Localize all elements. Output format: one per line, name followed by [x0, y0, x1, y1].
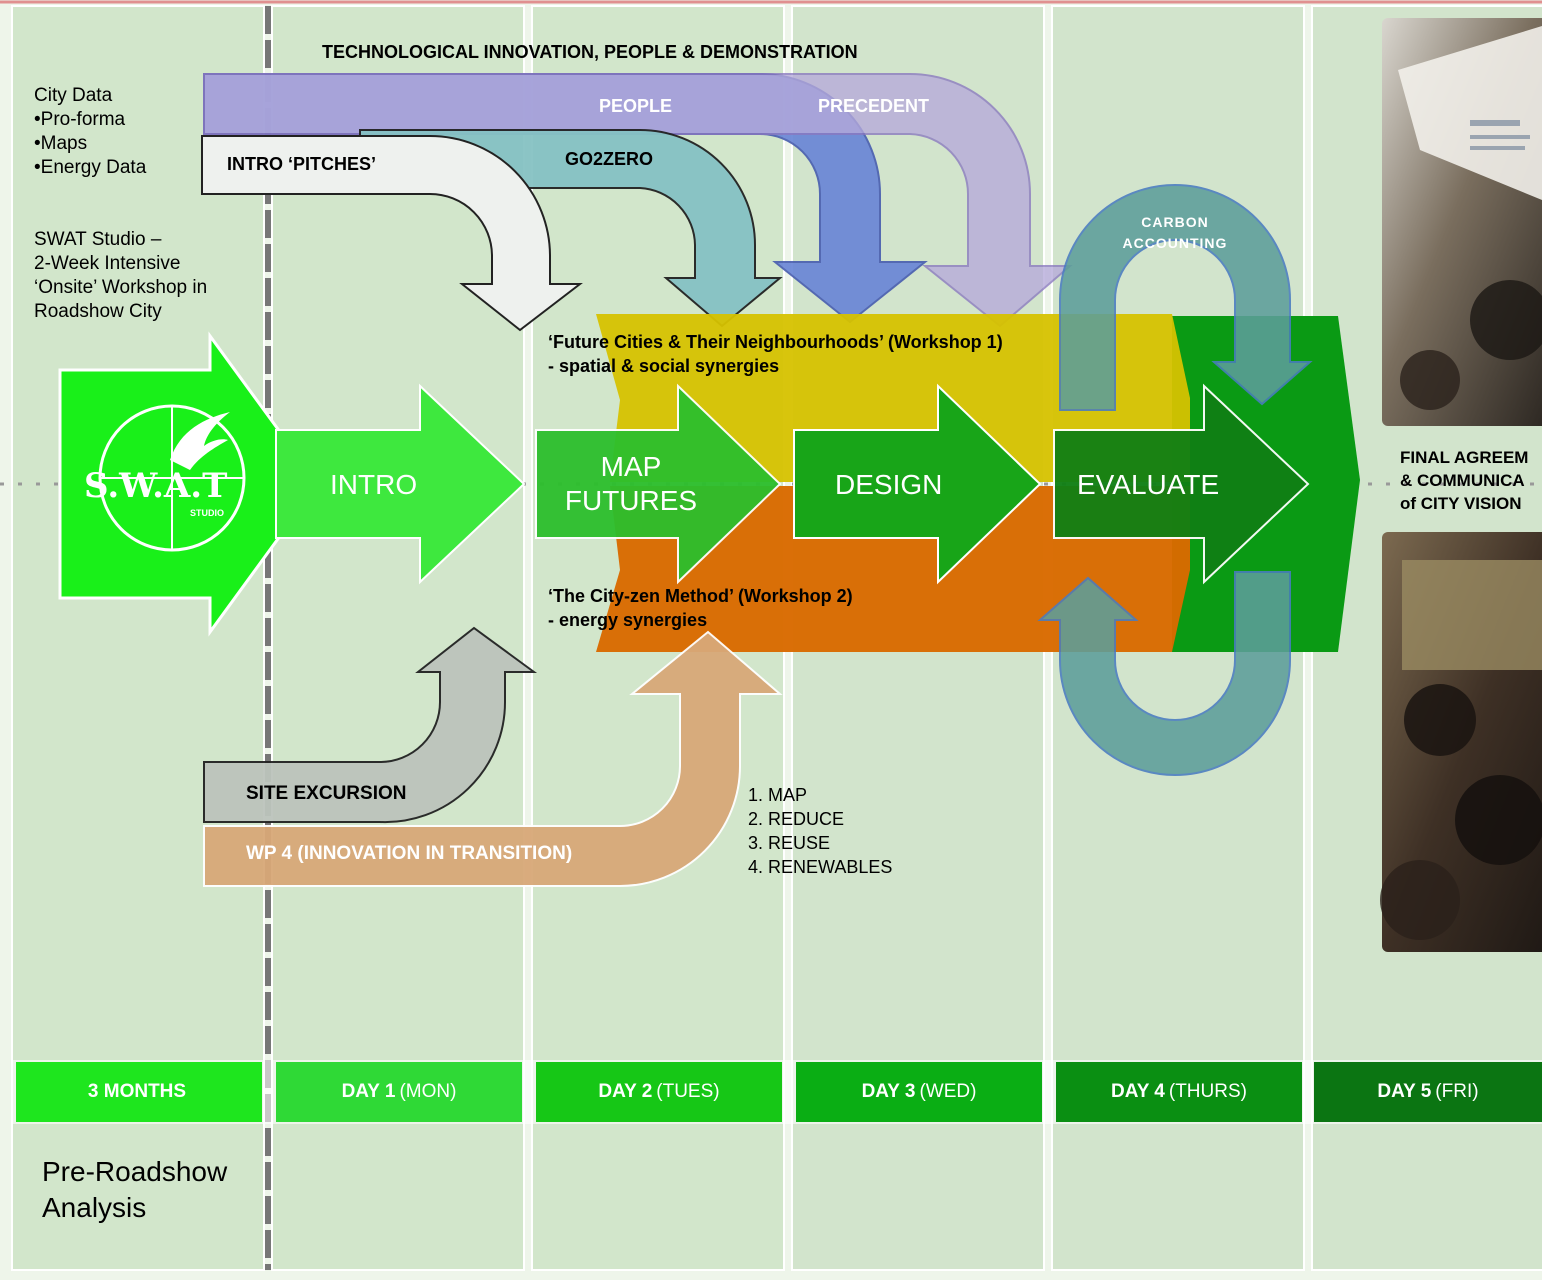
phase-map-line-1: FUTURES	[564, 485, 698, 516]
swat-logo	[98, 404, 246, 552]
city-data-line-1: •Pro-forma	[34, 109, 126, 130]
swat-studio-notes: SWAT Studio – 2-Week Intensive ‘Onsite’ …	[34, 228, 207, 324]
phase-evaluate-label: EVALUATE	[1077, 469, 1220, 500]
workshop1-subtitle: - spatial & social synergies	[548, 356, 780, 376]
day-cell-day2: DAY 2 (TUES)	[536, 1062, 782, 1122]
workshop1-title: ‘Future Cities & Their Neighbourhoods’ (…	[548, 332, 1003, 352]
intro-arrow	[275, 383, 526, 585]
workshop-photo-bottom	[1380, 532, 1542, 952]
day-cell-subtitle: (TUES)	[656, 1081, 720, 1102]
city-data-line-2: •Maps	[34, 133, 88, 154]
evaluate-arrow	[1053, 383, 1310, 585]
phase-map-line-0: MAP	[600, 451, 662, 482]
day-cell-title: DAY 2	[598, 1081, 653, 1102]
phase-map-futures-label: MAP FUTURES	[556, 450, 706, 518]
day-cell-subtitle: (MON)	[399, 1081, 457, 1102]
workshop2-title: ‘The City-zen Method’ (Workshop 2)	[548, 586, 853, 606]
precedent-arrow	[203, 73, 1073, 328]
carbon-accounting-line-1: ACCOUNTING	[1122, 235, 1228, 251]
map-futures-arrow	[535, 383, 782, 585]
carbon-accounting-label: CARBON ACCOUNTING	[1118, 212, 1232, 254]
day-cell-title: DAY 4	[1111, 1081, 1165, 1102]
pre-roadshow-line-0: Pre-Roadshow	[42, 1156, 228, 1187]
intro-pitches-label: INTRO ‘PITCHES’	[227, 154, 377, 174]
day-cell-subtitle: (FRI)	[1435, 1081, 1479, 1102]
top-title: TECHNOLOGICAL INNOVATION, PEOPLE & DEMON…	[322, 42, 858, 62]
phase-arrows	[58, 331, 1310, 637]
step-item: 3. REUSE	[748, 833, 831, 853]
design-arrow	[793, 383, 1042, 585]
carbon-accounting-line-0: CARBON	[1141, 214, 1209, 230]
pre-roadshow-label: Pre-Roadshow Analysis	[42, 1154, 227, 1226]
workshop2-subtitle: - energy synergies	[548, 610, 708, 630]
step-item: 4. RENEWABLES	[748, 857, 893, 877]
phase-intro-label: INTRO	[330, 469, 418, 500]
city-data-notes: City Data •Pro-forma •Maps •Energy Data	[34, 84, 146, 180]
city-data-line-0: City Data	[34, 85, 113, 106]
final-line-0: FINAL AGREEM	[1400, 448, 1529, 467]
day-cell-pre: 3 MONTHS	[16, 1062, 262, 1122]
swat-arrow	[58, 331, 320, 637]
pre-roadshow-line-1: Analysis	[42, 1192, 147, 1223]
final-line-2: of CITY VISION	[1400, 494, 1522, 513]
swat-logo-text: S.W.A.T	[84, 466, 228, 506]
carbon-accounting-loop	[1037, 184, 1313, 776]
phase-design-label: DESIGN	[835, 469, 943, 500]
workshop2-label: ‘The City-zen Method’ (Workshop 2) - ene…	[548, 584, 853, 632]
wp4-arrow	[203, 630, 783, 887]
day-cell-day3: DAY 3 (WED)	[796, 1062, 1042, 1122]
step-item: 2. REDUCE	[748, 809, 845, 829]
column-pre	[11, 5, 265, 1271]
wp4-label: WP 4 (INNOVATION IN TRANSITION)	[246, 843, 573, 864]
day-cell-subtitle: (WED)	[919, 1081, 977, 1102]
workshop1-label: ‘Future Cities & Their Neighbourhoods’ (…	[548, 330, 1003, 378]
day-cell-day5: DAY 5 (FRI)	[1314, 1062, 1542, 1122]
steps-list: 1. MAP 2. REDUCE 3. REUSE 4. RENEWABLES	[748, 783, 892, 879]
day-cell-title: DAY 5	[1377, 1081, 1432, 1102]
site-excursion-label: SITE EXCURSION	[246, 783, 407, 804]
final-agreement-label: FINAL AGREEM & COMMUNICA of CITY VISION	[1400, 446, 1528, 515]
swat-studio-line-3: Roadshow City	[34, 301, 162, 322]
intro-pitches-arrow	[201, 135, 583, 332]
day-cell-title: DAY 3	[861, 1081, 916, 1102]
day-cell-title: DAY 1	[341, 1081, 396, 1102]
people-label: PEOPLE	[599, 96, 673, 116]
site-excursion-arrow	[203, 626, 538, 824]
day-cell-day4: DAY 4 (THURS)	[1056, 1062, 1302, 1122]
go2zero-label: GO2ZERO	[565, 149, 654, 169]
day-cell-day1: DAY 1 (MON)	[276, 1062, 522, 1122]
final-line-1: & COMMUNICA	[1400, 471, 1525, 490]
swat-studio-line-0: SWAT Studio –	[34, 229, 162, 250]
swat-logo-subtext: STUDIO	[190, 508, 225, 518]
precedent-label: PRECEDENT	[818, 96, 930, 116]
day-cell-title: 3 MONTHS	[87, 1081, 187, 1102]
workshop-photo-top	[1382, 18, 1542, 426]
swat-studio-line-1: 2-Week Intensive	[34, 253, 181, 274]
step-item: 1. MAP	[748, 785, 808, 805]
day-cell-subtitle: (THURS)	[1168, 1081, 1247, 1102]
city-data-line-3: •Energy Data	[34, 157, 147, 178]
swat-studio-line-2: ‘Onsite’ Workshop in	[34, 277, 208, 298]
